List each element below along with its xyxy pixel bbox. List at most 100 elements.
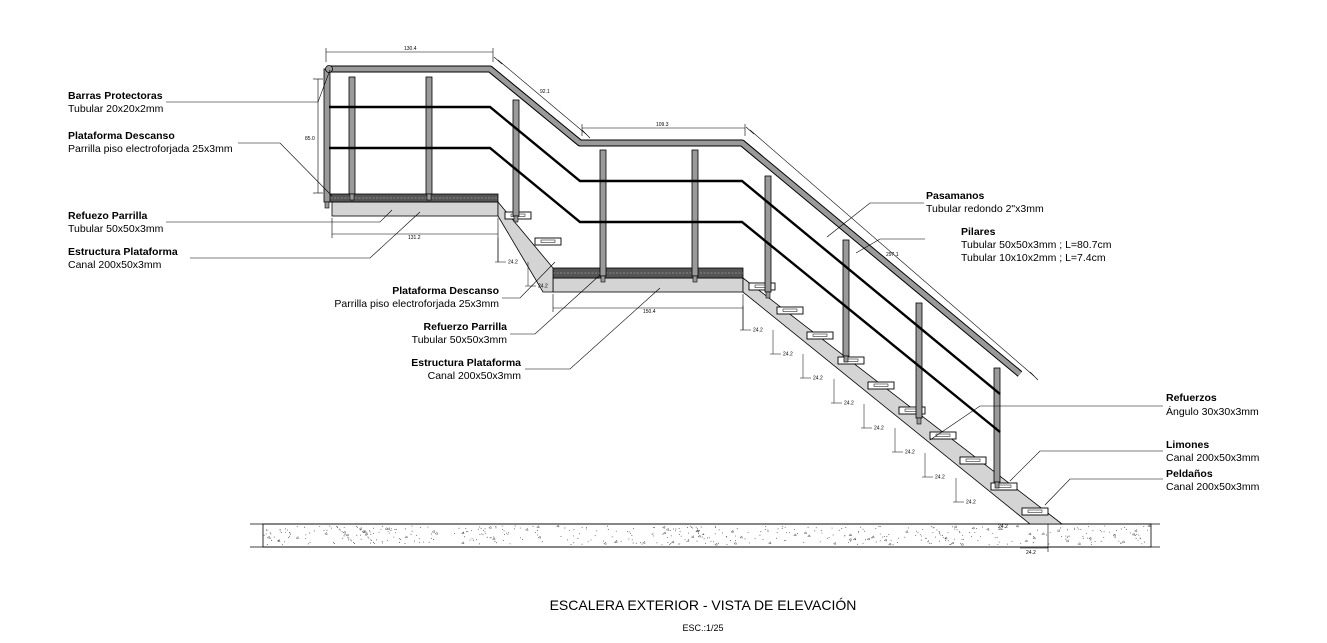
aggregate [536, 530, 538, 532]
aggregate [696, 540, 698, 542]
post-base [692, 275, 698, 283]
dim-mid-top: 109.3 [656, 122, 669, 128]
aggregate [338, 528, 340, 530]
aggregate [892, 544, 894, 546]
aggregate [494, 540, 496, 542]
dimension-texts: 130.4 92.1 109.3 297.1 85.0 131.2 150.4 … [305, 46, 1036, 556]
aggregate [381, 542, 383, 544]
aggregate [471, 530, 473, 532]
aggregate [502, 540, 504, 542]
post-base [765, 291, 771, 299]
aggregate [615, 530, 617, 532]
aggregate [730, 530, 734, 533]
aggregate [921, 535, 923, 537]
aggregate [492, 537, 496, 540]
aggregate [347, 536, 349, 538]
aggregate [850, 540, 852, 542]
aggregate [532, 526, 534, 528]
aggregate [748, 542, 750, 544]
aggregate [1134, 529, 1138, 532]
aggregate [484, 528, 486, 530]
dimension-lines [313, 48, 1049, 552]
aggregate [467, 531, 469, 533]
aggregate [1138, 534, 1140, 536]
aggregate [1066, 536, 1068, 538]
dim-top-width: 130.4 [404, 46, 417, 52]
aggregate [1112, 533, 1116, 537]
aggregate [1088, 536, 1092, 540]
riser-dim-label: 24.2 [753, 328, 763, 334]
aggregate [1015, 524, 1019, 528]
aggregate [980, 536, 981, 538]
aggregate [1116, 530, 1118, 531]
aggregate [394, 529, 396, 530]
post-base [426, 193, 432, 201]
aggregate [862, 528, 864, 530]
aggregate [296, 526, 298, 528]
label-peldanos-title: Peldaños [1166, 468, 1213, 480]
aggregate [542, 541, 543, 543]
aggregate [411, 530, 413, 532]
aggregate [687, 532, 689, 534]
aggregate [875, 528, 877, 529]
aggregate [423, 541, 425, 543]
aggregate [453, 533, 455, 534]
aggregate [354, 543, 356, 544]
aggregate [586, 527, 588, 529]
post [842, 239, 850, 357]
aggregate [279, 529, 281, 530]
aggregate [858, 530, 860, 532]
post [348, 76, 356, 195]
aggregate [653, 535, 654, 537]
aggregate [319, 526, 321, 528]
aggregate [305, 534, 307, 536]
label-plataforma2-spec: Parrilla piso electroforjada 25x3mm [334, 298, 499, 310]
aggregate [733, 541, 737, 545]
aggregate [342, 530, 346, 534]
aggregate [696, 528, 698, 530]
aggregate [992, 532, 994, 534]
aggregate [266, 529, 268, 531]
aggregate [398, 538, 400, 540]
label-refuerzos-spec: Ángulo 30x30x3mm [1166, 405, 1259, 418]
aggregate [387, 531, 389, 533]
aggregate [427, 526, 429, 528]
aggregate [717, 542, 719, 544]
aggregate [731, 530, 733, 532]
aggregate [339, 529, 341, 531]
aggregate [418, 542, 420, 543]
aggregate [819, 541, 821, 543]
aggregate [697, 534, 701, 538]
aggregate [734, 535, 736, 537]
aggregate [404, 543, 406, 544]
aggregate [483, 530, 484, 532]
aggregate [883, 538, 888, 542]
label-pilares-spec-2: Tubular 10x10x2mm ; L=7.4cm [961, 252, 1106, 264]
aggregate [607, 525, 609, 527]
aggregate [358, 527, 363, 530]
aggregate [651, 534, 653, 535]
aggregate [342, 537, 344, 539]
post [993, 367, 1001, 483]
aggregate [845, 527, 847, 528]
label-estructura1-title: Estructura Plataforma [68, 246, 178, 258]
aggregate [400, 538, 402, 540]
aggregate [994, 537, 996, 539]
aggregate [488, 526, 492, 529]
aggregate [309, 542, 311, 544]
aggregate [614, 540, 618, 543]
riser-dim-label: 24.2 [508, 260, 518, 266]
aggregate [1131, 532, 1136, 536]
aggregate [690, 535, 695, 538]
aggregate [662, 525, 666, 529]
aggregate [927, 541, 929, 543]
aggregate [917, 531, 919, 533]
aggregate [886, 536, 888, 538]
aggregate [784, 526, 786, 528]
aggregate [1140, 538, 1142, 539]
aggregate [418, 538, 420, 540]
aggregate [1135, 537, 1137, 539]
aggregate [747, 531, 749, 533]
aggregate [1065, 535, 1067, 537]
aggregate [631, 539, 633, 541]
